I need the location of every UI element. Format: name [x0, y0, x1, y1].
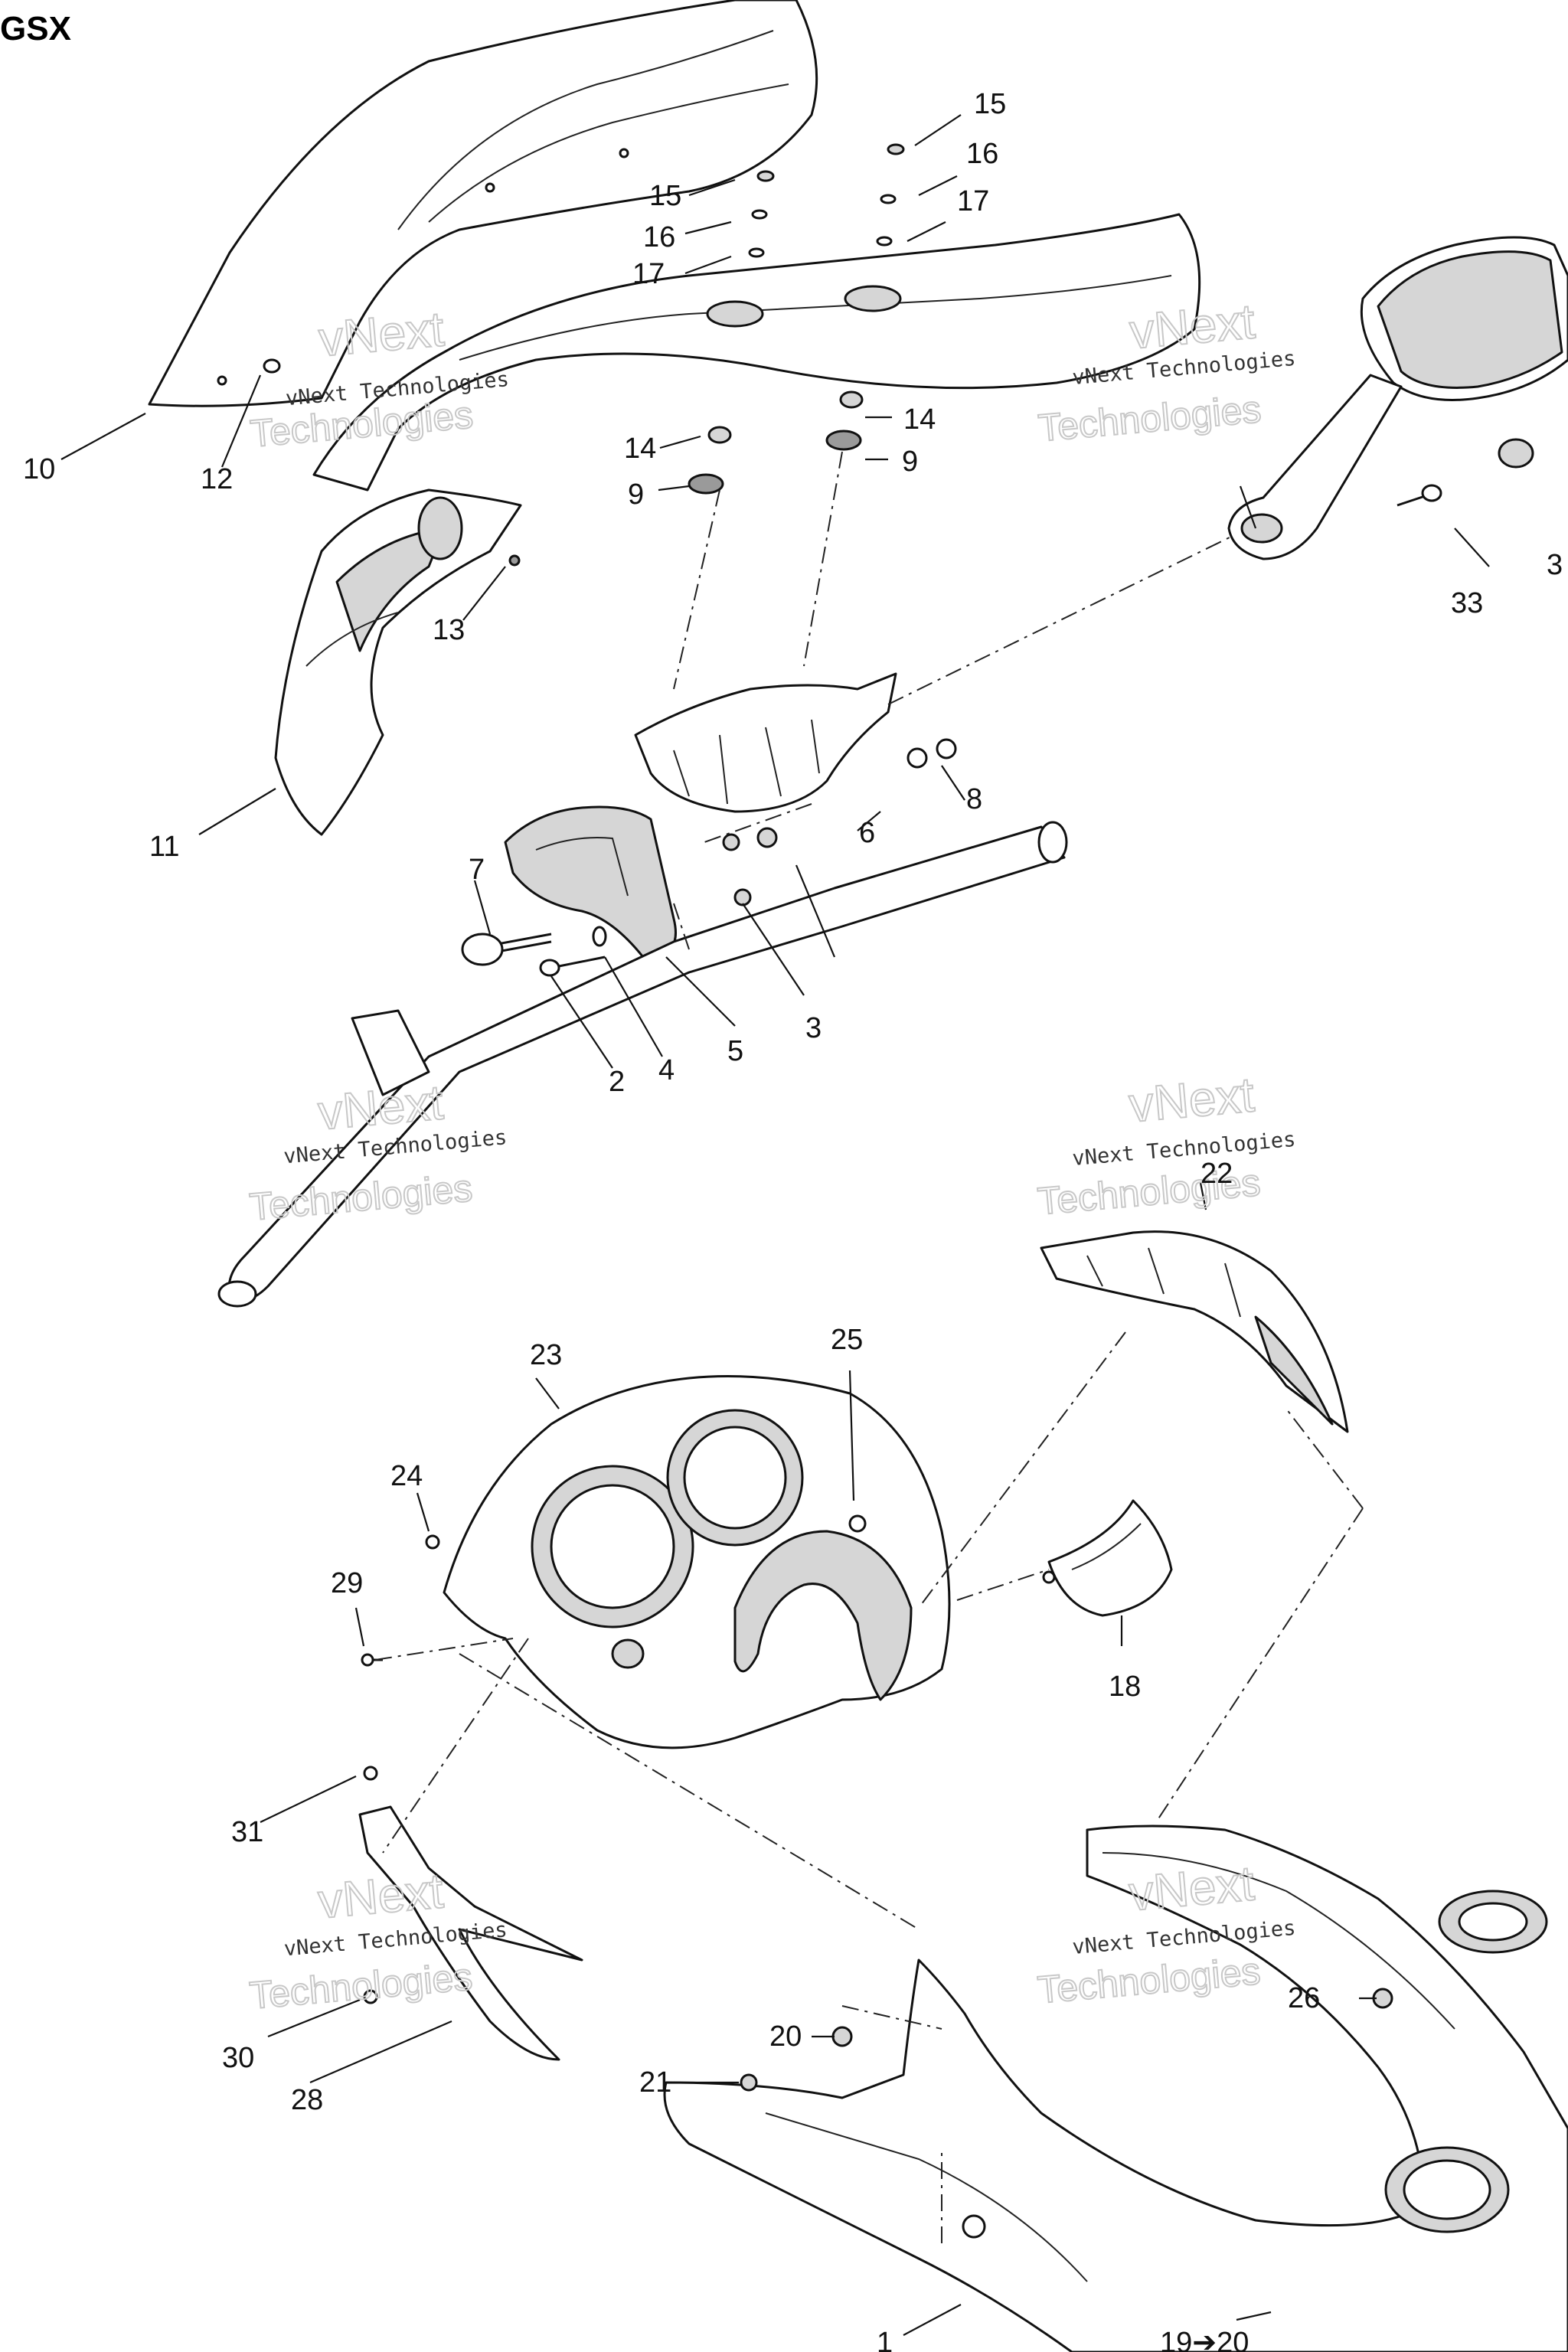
gauge-support-part	[504, 805, 677, 959]
callout-14-left: 14	[624, 433, 656, 465]
watermark-mid-right: vNext Technologies vNext Technologies	[1035, 1066, 1297, 1223]
svg-text:vNext: vNext	[316, 301, 446, 367]
callout-17-left: 17	[632, 258, 665, 290]
callout-17-right: 17	[957, 185, 989, 217]
callout-1: 1	[877, 2327, 893, 2352]
svg-text:vNext: vNext	[316, 1863, 446, 1929]
callout-3: 3	[805, 1012, 822, 1044]
svg-text:Technologies: Technologies	[248, 1955, 475, 2017]
windshield-part	[148, 0, 818, 407]
svg-text:Technologies: Technologies	[1037, 387, 1263, 449]
svg-text:vNext Technologies: vNext Technologies	[1071, 1128, 1296, 1171]
callout-26: 26	[1288, 1982, 1320, 2014]
callout-11: 11	[149, 831, 179, 863]
callout-33: 33	[1451, 587, 1483, 619]
callout-2: 2	[609, 1066, 625, 1098]
callout-16-right: 16	[966, 138, 998, 170]
callout-14-right: 14	[903, 403, 936, 436]
callout-3-right: 3	[1547, 549, 1563, 581]
callout-31: 31	[231, 1816, 263, 1848]
callout-12: 12	[201, 463, 233, 495]
svg-text:vNext: vNext	[1127, 1855, 1256, 1921]
callout-5: 5	[727, 1035, 743, 1067]
callout-4: 4	[658, 1054, 675, 1086]
instrument-housing-part	[443, 1375, 951, 1749]
callout-16-left: 16	[643, 221, 675, 253]
callout-15-left: 15	[649, 180, 681, 212]
callout-13: 13	[433, 614, 465, 646]
callout-7: 7	[469, 854, 485, 886]
callout-23: 23	[530, 1339, 562, 1371]
side-panel-part	[274, 488, 522, 836]
svg-text:Technologies: Technologies	[248, 1166, 475, 1228]
callout-28: 28	[291, 2084, 323, 2116]
callout-18: 18	[1109, 1671, 1141, 1703]
watermark-bottom-left: vNext Technologies vNext Technologies	[247, 1862, 508, 2017]
callout-9-right: 9	[902, 446, 918, 478]
callout-22: 22	[1200, 1158, 1233, 1190]
callout-19-20: 19➔20	[1160, 2327, 1249, 2352]
callout-29: 29	[331, 1567, 363, 1599]
side-bracket-part	[358, 1805, 583, 2061]
callout-30: 30	[222, 2042, 254, 2074]
mirror-part	[1227, 236, 1568, 560]
svg-text:vNext: vNext	[1127, 1067, 1256, 1132]
model-label: GSX	[0, 10, 71, 47]
callout-8: 8	[966, 783, 982, 815]
callout-9-left: 9	[628, 479, 644, 511]
callout-15-right: 15	[974, 88, 1006, 120]
handlebar-part	[217, 821, 1068, 1308]
callout-21: 21	[639, 2066, 671, 2099]
bracket-part	[634, 672, 897, 813]
callout-6: 6	[859, 817, 875, 849]
svg-text:Technologies: Technologies	[1036, 1949, 1263, 2011]
side-housing-part	[1040, 1230, 1349, 1433]
leader-lines	[60, 114, 1490, 2336]
callout-24: 24	[390, 1460, 423, 1492]
lower-body-part	[663, 1824, 1568, 2352]
fasteners	[263, 143, 1534, 2239]
small-cover-part	[1047, 1499, 1173, 1617]
callouts: 10 12 13 11 15 16 17 15 16 17 14 9 14 9 …	[23, 88, 1563, 2352]
callout-10: 10	[23, 453, 55, 485]
svg-text:vNext: vNext	[1128, 293, 1257, 359]
upper-cover-part	[312, 213, 1201, 492]
svg-text:vNext: vNext	[316, 1074, 446, 1140]
callout-20: 20	[769, 2020, 802, 2053]
watermark-mid-left: vNext Technologies vNext Technologies	[247, 1073, 508, 1229]
callout-25: 25	[831, 1324, 863, 1356]
